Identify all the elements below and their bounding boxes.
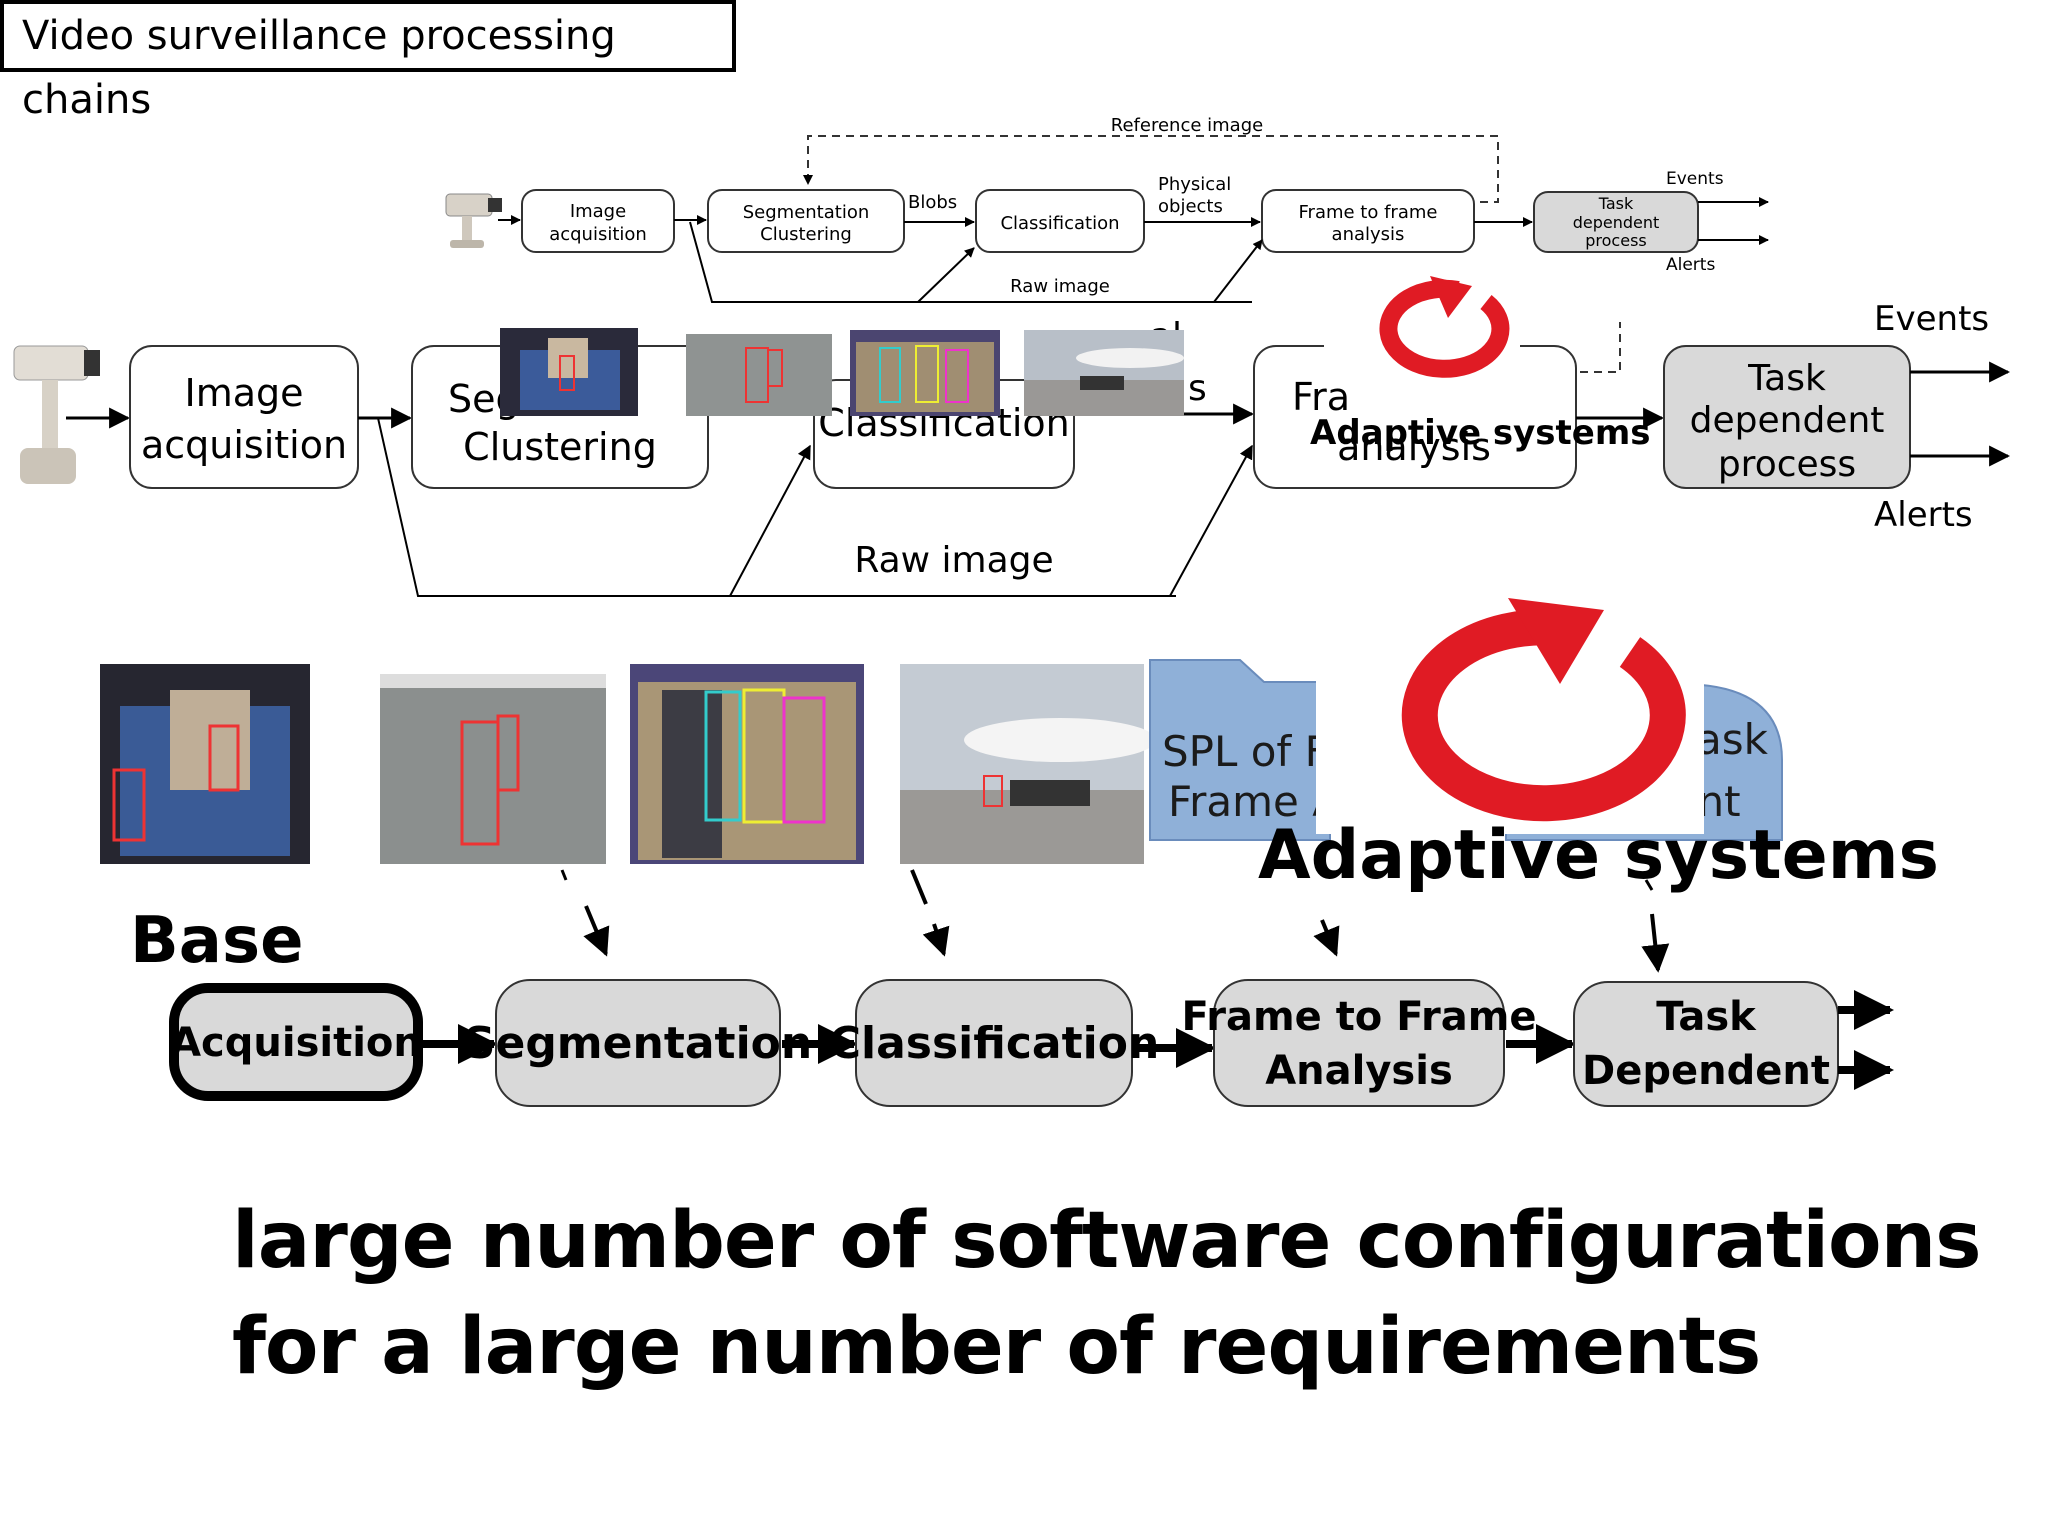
mid-node-frame-line1: Fra [1292,375,1350,419]
thumbnail-corridor [686,334,832,416]
base-node-frame [1213,979,1505,1107]
mid-label-physical-2: s [1188,368,1207,409]
thumbnail-airport-large [900,664,1156,864]
base-node-segmentation-line1: Segmentation [464,1018,812,1069]
mid-node-task-line2: dependent [1690,400,1885,441]
mid-label-events: Events [1874,299,1989,339]
base-node-task-line2: Dependent [1582,1048,1830,1094]
thumbnail-train [500,328,638,416]
top-diagram: Reference image Image acquisition Segmen… [445,115,1769,303]
top-label-physical-1: Physical [1158,174,1231,195]
base-node-task [1573,981,1839,1107]
spl-frame-line1: SPL of Fr [1162,727,1344,776]
thumbnail-row-small [500,328,1184,416]
base-node-segmentation [495,979,781,1107]
top-node-task-line2: dependent [1573,213,1660,232]
top-label-physical-2: objects [1158,196,1223,217]
base-node-acquisition-line1: Acquisition [170,1020,422,1066]
top-node-frame-line1: Frame to frame [1299,202,1438,223]
thumbnail-door [850,330,1000,416]
thumbnail-row-large [100,664,1156,864]
top-label-events: Events [1666,169,1724,189]
base-node-task-line1: Task [1656,994,1757,1040]
camera-icon-large [13,345,100,484]
reference-label: Reference image [1111,115,1263,136]
top-node-segmentation-line2: Clustering [760,224,852,245]
mid-node-frame-line2: analysis [1337,425,1491,469]
mid-node-segmentation-line2: Clustering [463,425,657,469]
camera-icon-small [445,193,502,248]
top-label-raw-image: Raw image [1010,276,1110,297]
adaptive-cycle-icon-small [1324,272,1520,378]
top-node-frame-line2: analysis [1332,224,1405,245]
mid-node-task-line3: process [1718,444,1856,485]
top-node-task-line1: Task [1598,194,1634,213]
top-node-segmentation-line1: Segmentation [743,202,870,223]
base-diagram: Base Acquisition Segmentation Classifica… [130,904,1894,1107]
thumbnail-airport [1024,330,1184,416]
base-node-frame-line2: Analysis [1265,1048,1453,1094]
top-node-classification-line1: Classification [1000,213,1119,234]
base-node-classification [855,979,1133,1107]
middle-diagram: Image acquisition Seg Clustering Classif… [13,299,2011,597]
reference-loop [803,135,1499,203]
mid-node-acquisition-line1: Image [184,371,303,415]
mid-label-alerts: Alerts [1874,495,1973,535]
slide-title: Video surveillance processing chains [0,0,736,123]
statement-line2: for a large number of requirements [232,1302,1761,1392]
thumbnail-door-large [630,664,864,864]
base-node-acquisition [169,983,423,1101]
top-node-acquisition-line1: Image [570,201,626,222]
mid-node-task-line1: Task [1747,358,1826,399]
adaptive-cycle-icon-large [1316,578,1704,834]
top-label-blobs: Blobs [908,192,957,213]
adaptive-label-large: Adaptive systems [1258,816,1939,895]
top-label-alerts: Alerts [1666,255,1715,275]
top-node-acquisition-line2: acquisition [549,224,647,245]
mid-node-acquisition-line2: acquisition [141,423,347,467]
base-node-classification-line1: Classification [829,1018,1160,1069]
top-node-task-line3: process [1585,231,1646,250]
base-label: Base [130,904,303,978]
spl-task-line1: ask [1696,715,1769,764]
thumbnail-train-large [100,664,310,864]
mid-node-task [1663,345,1911,489]
statement-line1: large number of software configurations [232,1196,1982,1286]
adaptive-label-small: Adaptive systems [1310,413,1651,453]
mid-label-raw-image: Raw image [854,540,1053,581]
base-node-frame-line1: Frame to Frame [1181,994,1536,1040]
thumbnail-corridor-large [380,674,606,864]
top-node-task [1533,191,1699,253]
